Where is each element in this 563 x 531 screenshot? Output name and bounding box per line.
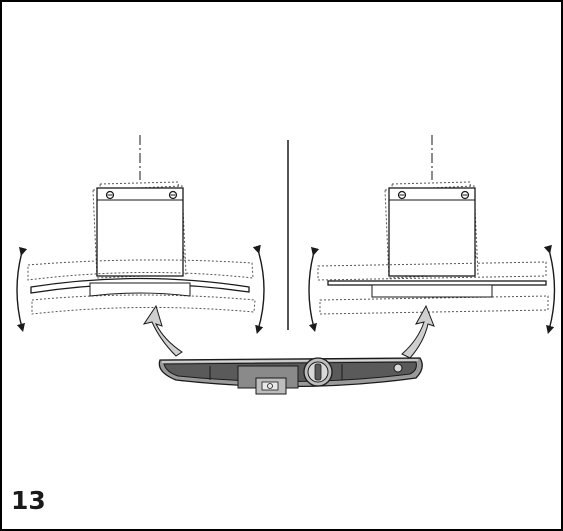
right-arrow xyxy=(401,304,435,359)
control-panel-icon xyxy=(142,304,435,395)
flat-glass-hood-icon xyxy=(308,135,556,335)
left-arrow xyxy=(142,304,183,357)
curved-glass-hood-icon xyxy=(16,135,265,335)
figure-number: 13 xyxy=(11,486,46,515)
